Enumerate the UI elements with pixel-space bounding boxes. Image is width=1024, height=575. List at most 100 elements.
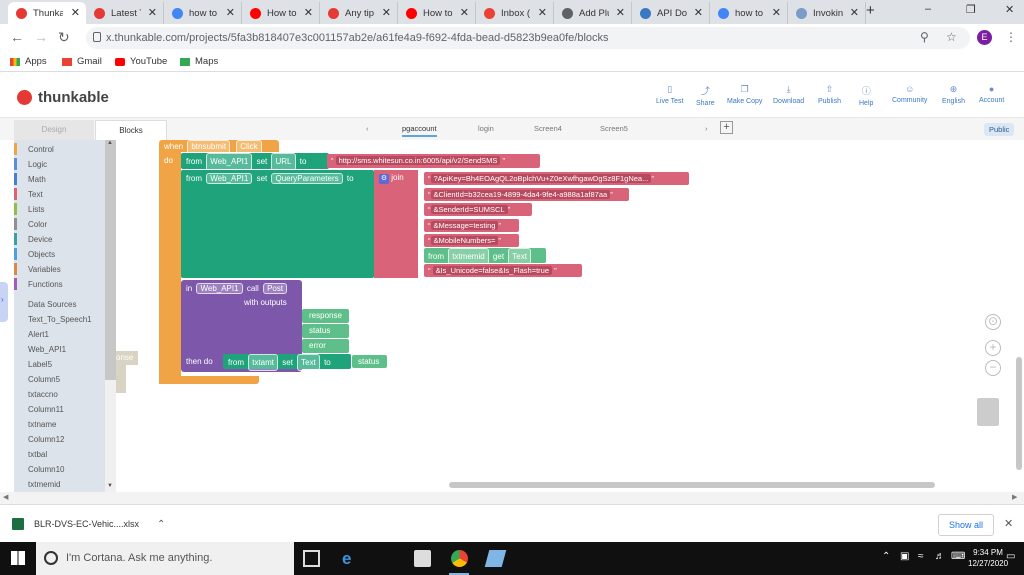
set-query-block[interactable]: from Web_API1 set QueryParameters to <box>181 170 374 278</box>
tab-close-icon[interactable]: ✕ <box>537 7 547 19</box>
url-property-dropdown[interactable]: URL <box>271 153 296 171</box>
tray-chevron-icon[interactable]: ⌃ <box>882 551 891 562</box>
browser-tab[interactable]: Invokin✕ <box>788 2 866 24</box>
tab-close-icon[interactable]: ✕ <box>381 7 391 19</box>
txtamt-dropdown[interactable]: txtamt <box>248 354 279 371</box>
star-icon[interactable]: ☆ <box>946 30 957 44</box>
header-tool-english[interactable]: ⊕English <box>942 84 965 105</box>
wifi-icon[interactable]: ≈ <box>918 551 924 562</box>
output-error[interactable]: error <box>302 339 349 353</box>
status-variable-block[interactable]: status <box>352 355 387 368</box>
new-tab-button[interactable]: + <box>866 2 875 19</box>
bookmark-maps[interactable]: Maps <box>180 56 218 67</box>
drawer-category-variables[interactable]: Variables <box>14 262 61 277</box>
drawer-component-item[interactable]: Column12 <box>28 435 65 444</box>
recenter-icon[interactable]: ⊙ <box>985 314 1001 330</box>
join-text-field[interactable]: &MobileNumbers= <box>430 236 499 245</box>
header-tool-account[interactable]: ●Account <box>979 84 1004 104</box>
chevron-up-icon[interactable]: ⌃ <box>157 518 166 530</box>
windows-start-icon[interactable] <box>11 551 25 565</box>
close-window-icon[interactable]: ✕ <box>1005 4 1015 16</box>
drawer-component-item[interactable]: Data Sources <box>28 300 77 309</box>
screen-tab-login[interactable]: login <box>478 124 494 133</box>
join-text-block[interactable]: “&Message=testing” <box>424 218 519 232</box>
browser-tab[interactable]: How to✕ <box>398 2 476 24</box>
query-property-dropdown[interactable]: QueryParameters <box>271 173 343 184</box>
drawer-component-item[interactable]: Web_API1 <box>28 345 67 354</box>
zoom-in-icon[interactable]: + <box>985 340 1001 356</box>
join-text-field[interactable]: &Message=testing <box>430 220 499 230</box>
scroll-left-icon[interactable]: ◀ <box>3 494 9 501</box>
screen-tab-screen5[interactable]: Screen5 <box>600 124 628 133</box>
join-text-field[interactable]: &SenderId=SUMSCL <box>430 205 508 214</box>
tab-close-icon[interactable]: ✕ <box>459 7 469 19</box>
drawer-component-item[interactable]: txtmemid <box>28 480 61 489</box>
method-dropdown[interactable]: Post <box>263 283 288 294</box>
gear-icon[interactable]: ⚙ <box>379 174 389 184</box>
drawer-category-objects[interactable]: Objects <box>14 247 55 262</box>
scroll-right-icon[interactable]: ▶ <box>1012 494 1018 501</box>
url-value-field[interactable]: http://sms.whitesun.co.in:6005/api/v2/Se… <box>335 156 501 165</box>
text-property-dropdown-2[interactable]: Text <box>297 354 320 371</box>
drawer-scrollbar[interactable]: ▲ ▼ <box>105 140 116 492</box>
join-block[interactable]: ⚙ join <box>374 170 418 278</box>
scroll-up-icon[interactable]: ▲ <box>107 140 113 146</box>
chrome-icon[interactable] <box>451 550 468 567</box>
store-icon[interactable] <box>414 550 431 567</box>
address-input[interactable]: x.thunkable.com/projects/5fa3b818407e3c0… <box>86 27 970 49</box>
tab-close-icon[interactable]: ✕ <box>693 7 703 19</box>
minimize-icon[interactable]: – <box>925 3 932 15</box>
btnsubmit-dropdown[interactable]: btnsubmit <box>187 140 231 154</box>
drawer-component-item[interactable]: Column5 <box>28 375 61 384</box>
header-tool-make-copy[interactable]: ❐Make Copy <box>727 84 762 105</box>
volume-icon[interactable]: ♬ <box>935 551 945 562</box>
download-item[interactable]: BLR-DVS-EC-Vehic....xlsx ⌃ <box>12 518 165 530</box>
output-status[interactable]: status <box>302 324 349 338</box>
edge-icon[interactable]: e <box>342 549 352 568</box>
tab-close-icon[interactable]: ✕ <box>303 7 313 19</box>
tab-close-icon[interactable]: ✕ <box>147 7 157 19</box>
browser-tab[interactable]: Inbox (✕ <box>476 2 554 24</box>
url-text-block[interactable]: “ http://sms.whitesun.co.in:6005/api/v2/… <box>327 154 540 168</box>
drawer-category-lists[interactable]: Lists <box>14 202 44 217</box>
screen-next-icon[interactable]: › <box>705 124 708 133</box>
screen-prev-icon[interactable]: ‹ <box>366 124 369 133</box>
faded-block[interactable]: onse <box>116 351 138 365</box>
join-text-block[interactable]: “&MobileNumbers=” <box>424 234 519 247</box>
screen-tab-screen4[interactable]: Screen4 <box>534 124 562 133</box>
get-memid-text-block[interactable]: from txtmemid get Text <box>424 248 546 265</box>
tab-close-icon[interactable]: ✕ <box>615 7 625 19</box>
bookmark-apps[interactable]: Apps <box>10 56 47 67</box>
browser-tab[interactable]: Any tip✕ <box>320 2 398 24</box>
show-all-button[interactable]: Show all <box>938 514 994 536</box>
browser-tab[interactable]: Add Plu✕ <box>554 2 632 24</box>
scroll-down-icon[interactable]: ▼ <box>107 483 113 489</box>
header-tool-live-test[interactable]: ▯Live Test <box>656 84 684 105</box>
notifications-icon[interactable]: ▭ <box>1006 551 1016 562</box>
output-response[interactable]: response <box>302 309 349 323</box>
bookmark-youtube[interactable]: YouTube <box>115 56 167 67</box>
header-tool-community[interactable]: ☺Community <box>892 84 927 104</box>
drawer-toggle-handle[interactable]: › <box>0 282 8 322</box>
join-text-block[interactable]: “?ApiKey=Bh4EOAgQL2oBplchVu+Z0eXwfhgawDg… <box>424 172 689 185</box>
tab-close-icon[interactable]: ✕ <box>849 7 859 19</box>
cortana-search-box[interactable]: I'm Cortana. Ask me anything. <box>36 542 294 575</box>
when-click-block[interactable]: when btnsubmit Click <box>159 140 279 154</box>
browser-tab[interactable]: how to✕ <box>710 2 788 24</box>
workspace-horizontal-scrollbar[interactable] <box>449 482 935 488</box>
drawer-category-device[interactable]: Device <box>14 232 52 247</box>
bookmark-gmail[interactable]: Gmail <box>62 56 102 67</box>
profile-avatar[interactable]: E <box>977 30 992 45</box>
restore-icon[interactable]: ❐ <box>966 4 976 16</box>
browser-tab[interactable]: how to✕ <box>164 2 242 24</box>
web-api-dropdown-3[interactable]: Web_API1 <box>196 283 243 294</box>
tab-blocks[interactable]: Blocks <box>95 120 167 140</box>
header-tool-share[interactable]: ⤴Share <box>696 84 715 107</box>
screen-tab-pgaccount[interactable]: pgaccount <box>402 124 437 137</box>
drawer-component-item[interactable]: Column10 <box>28 465 65 474</box>
tab-close-icon[interactable]: ✕ <box>70 7 80 19</box>
faded-block-tail[interactable] <box>116 365 126 393</box>
drawer-scroll-thumb[interactable] <box>105 140 116 380</box>
join-text-field[interactable]: ?ApiKey=Bh4EOAgQL2oBplchVu+Z0eXwfhgawDgS… <box>430 174 652 183</box>
